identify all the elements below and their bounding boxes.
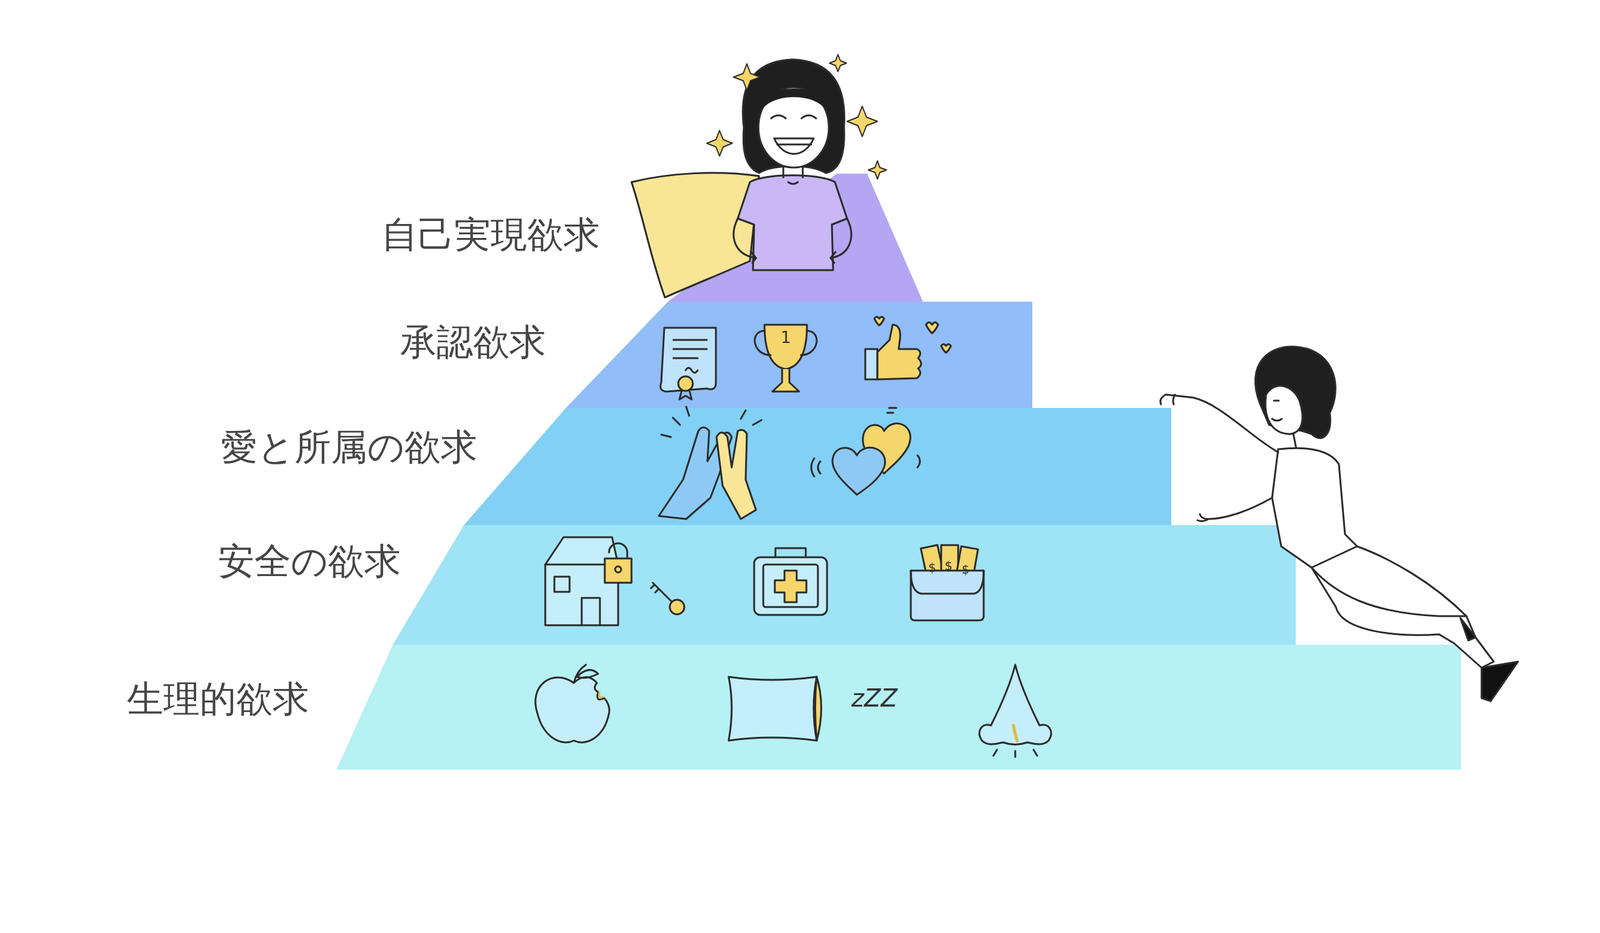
icon-text: $ [961,563,970,576]
label-slot: $ [961,563,970,576]
icon-text: 1 [780,329,792,346]
level-label: 生理的欲求 [126,677,310,721]
band-fill [463,408,1172,526]
label-slot: 安全の欲求 [217,539,401,583]
level-label: 愛と所属の欲求 [221,425,478,469]
band-shape [336,644,1461,770]
band-fill [392,525,1296,645]
label-slot: $ [944,559,953,572]
band-fill [565,301,1033,409]
pyramid-band: 安全の欲求 [392,525,1296,645]
label-slot: 承認欲求 [400,320,546,364]
label-slot: 生理的欲求 [126,677,310,721]
label-slot: 1 [780,329,792,346]
band-shape [392,525,1296,645]
pyramid-band: 生理的欲求 [336,644,1461,770]
icon-text: $ [944,559,953,572]
band-fill [336,644,1461,770]
label-slot: $ [928,561,937,574]
label-slot: 愛と所属の欲求 [221,425,478,469]
icon-text: $ [928,561,937,574]
label-slot: zZZ [851,686,898,711]
icon-text: zZZ [851,686,898,711]
level-label: 承認欲求 [400,320,546,364]
label-slot: 自己実現欲求 [381,212,600,257]
level-label: 安全の欲求 [217,539,401,583]
level-label: 自己実現欲求 [381,212,600,257]
